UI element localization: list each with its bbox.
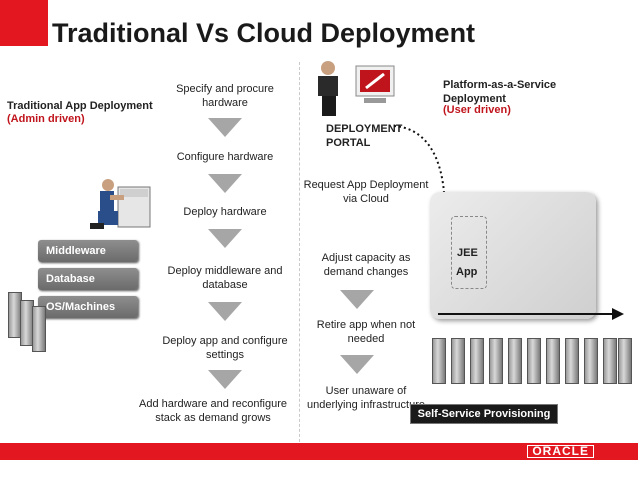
footer-bar xyxy=(0,443,638,460)
right-step-3: Retire app when not needed xyxy=(316,319,416,345)
paas-heading: Platform-as-a-Service Deployment xyxy=(443,79,557,105)
server-icon xyxy=(451,338,465,384)
app-label: App xyxy=(456,266,478,278)
left-step-1: Specify and procure hardware xyxy=(176,83,274,109)
paas-subheading: (User driven) xyxy=(443,104,511,116)
layer-middleware: Middleware xyxy=(38,240,138,262)
down-arrow-icon xyxy=(208,370,242,389)
down-arrow-icon xyxy=(208,118,242,137)
traditional-heading: Traditional App Deployment xyxy=(7,100,153,112)
left-step-3: Deploy hardware xyxy=(183,206,267,218)
capacity-arrow-icon xyxy=(438,308,624,320)
server-icon xyxy=(618,338,632,384)
right-step-4: User unaware of underlying infrastructur… xyxy=(306,385,425,411)
self-service-badge: Self-Service Provisioning xyxy=(410,404,558,424)
right-step-2: Adjust capacity as demand changes xyxy=(321,252,411,278)
traditional-subheading: (Admin driven) xyxy=(7,113,85,125)
server-icon xyxy=(489,338,503,384)
server-icon xyxy=(603,338,617,384)
cloud-platform-box xyxy=(430,192,596,319)
admin-worker-icon xyxy=(90,179,151,229)
left-step-5: Deploy app and configure settings xyxy=(162,335,288,361)
section-divider xyxy=(299,62,300,452)
server-icon xyxy=(527,338,541,384)
page-title: Traditional Vs Cloud Deployment xyxy=(52,18,476,48)
oracle-logo: ORACLE xyxy=(527,445,594,458)
server-icon xyxy=(470,338,484,384)
server-icon xyxy=(584,338,598,384)
cloud-servers xyxy=(432,338,632,388)
down-arrow-icon xyxy=(208,229,242,248)
down-arrow-icon xyxy=(340,290,374,309)
down-arrow-icon xyxy=(340,355,374,374)
server-icon xyxy=(432,338,446,384)
down-arrow-icon xyxy=(208,174,242,193)
right-step-1: Request App Deployment via Cloud xyxy=(303,179,429,205)
server-icon xyxy=(565,338,579,384)
layer-os-machines: OS/Machines xyxy=(38,296,138,318)
server-icon xyxy=(508,338,522,384)
jee-label: JEE xyxy=(457,247,478,259)
left-step-2: Configure hardware xyxy=(176,151,274,163)
title-accent-bar xyxy=(0,0,48,46)
down-arrow-icon xyxy=(208,302,242,321)
server-icon xyxy=(32,306,46,352)
left-step-4: Deploy middleware and database xyxy=(167,265,283,291)
jee-app-container xyxy=(451,216,487,289)
user-portal-icon xyxy=(318,61,395,116)
left-step-6: Add hardware and reconfigure stack as de… xyxy=(139,398,287,424)
layer-database: Database xyxy=(38,268,138,290)
server-icon xyxy=(546,338,560,384)
deployment-portal-label: DEPLOYMENT PORTAL xyxy=(326,123,403,149)
